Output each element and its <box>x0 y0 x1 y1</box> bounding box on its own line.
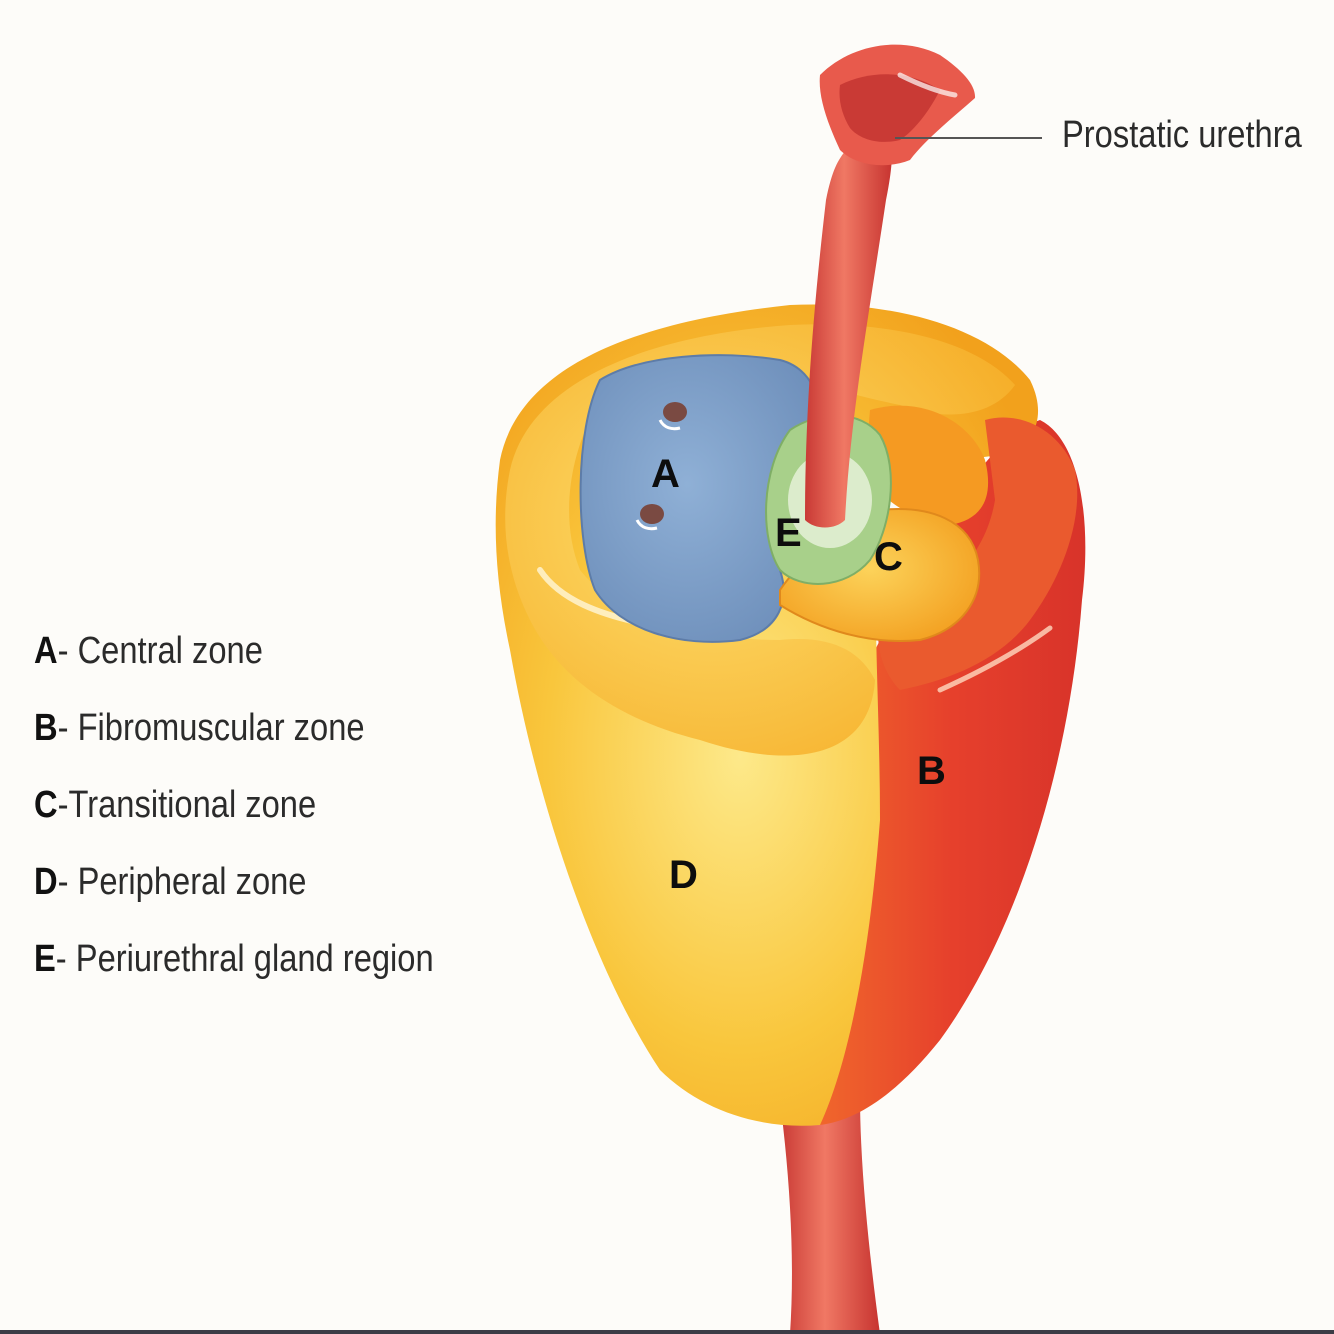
legend-item-central: A- Central zone <box>34 622 434 699</box>
prostatic-urethra-funnel-highlight <box>897 72 958 98</box>
duct-opening-lower-highlight <box>635 519 658 531</box>
legend-item-fibromuscular: B- Fibromuscular zone <box>34 699 434 776</box>
lower-urethra <box>780 1095 880 1334</box>
legend-text: -Transitional zone <box>57 784 317 826</box>
zone-letter-e: E <box>775 511 802 555</box>
legend-text: - Periurethral gland region <box>55 938 434 980</box>
bottom-border <box>0 1330 1334 1334</box>
prostatic-urethra-label: Prostatic urethra <box>1062 114 1302 156</box>
legend-text: - Fibromuscular zone <box>57 707 365 749</box>
prostatic-urethra-funnel-inner <box>839 74 940 142</box>
zone-letter-c: C <box>874 535 903 579</box>
legend-key: B <box>34 707 58 749</box>
legend-text: - Central zone <box>57 630 263 672</box>
zone-letter-b: B <box>917 749 946 793</box>
legend-item-peripheral: D- Peripheral zone <box>34 853 434 930</box>
duct-opening-upper-highlight <box>658 419 681 431</box>
legend-key: C <box>34 784 58 826</box>
legend-item-transitional: C-Transitional zone <box>34 776 434 853</box>
zone-letter-d: D <box>669 853 698 897</box>
duct-opening-upper <box>663 402 687 422</box>
legend-key: D <box>34 861 58 903</box>
peripheral-zone-rim <box>505 324 1015 756</box>
prostatic-urethra-tube <box>805 150 892 528</box>
rim-highlight-right <box>937 625 1053 693</box>
zone-letter-a: A <box>651 452 680 496</box>
legend-text: - Peripheral zone <box>57 861 307 903</box>
transitional-zone-upper-lobe <box>865 405 989 525</box>
duct-opening-lower <box>640 504 664 524</box>
legend-key: E <box>34 938 56 980</box>
legend-item-periurethral: E- Periurethral gland region <box>34 930 434 1007</box>
zone-legend: A- Central zone B- Fibromuscular zone C-… <box>34 622 499 1007</box>
legend-key: A <box>34 630 58 672</box>
